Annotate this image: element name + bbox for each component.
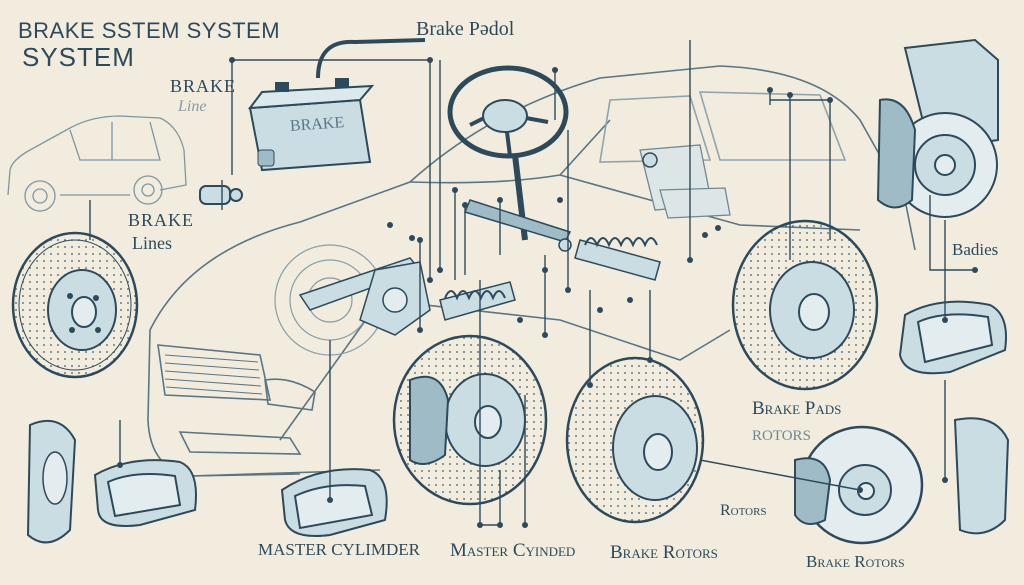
battery-brake-text: BRAKE (289, 114, 345, 135)
top-right-caliper-rotor (876, 38, 999, 218)
brake-line-fitting (199, 185, 243, 205)
brake-pedal-label: Brake Pədol (416, 18, 515, 40)
right-brake-pads (898, 300, 1007, 375)
bottom-right-rotor-caliper (794, 425, 924, 545)
right-brake-rotor (731, 219, 879, 391)
small-car-sketch (7, 115, 187, 212)
car-interior (639, 144, 731, 219)
master-cylinder-label-2: Master Cyinded (450, 540, 576, 561)
brake-reservoir (247, 38, 426, 172)
master-cylinder-label-1: MASTER CYLIMDER (258, 540, 420, 559)
brake-line-label-sub: Line (178, 98, 207, 115)
brake-pads-label: Brake Pads (752, 398, 842, 419)
brake-rotors-label-2: Brake Rotors (806, 552, 905, 571)
brake-line-label: BRAKE (170, 76, 237, 96)
brake-lines-label-2: Lines (132, 233, 172, 253)
brake-lines-label-1: BRAKE (128, 210, 195, 230)
chassis-components (359, 152, 658, 336)
badges-label: Badies (952, 240, 999, 259)
left-brake-rotor (11, 231, 139, 379)
center-brake-pads (280, 468, 388, 537)
center-right-rotor (565, 356, 705, 524)
bottom-left-brake-pads (93, 459, 197, 527)
coil-springs (444, 237, 658, 301)
center-rotor-with-caliper (392, 334, 548, 506)
title-line-2: SYSTEM (22, 42, 135, 72)
car-grille (164, 354, 263, 395)
leader-dots (117, 57, 978, 528)
rotors-label-right: ROTORS (752, 428, 811, 444)
car-body (147, 65, 916, 477)
rotors-label-mid: Rotors (720, 502, 767, 519)
brake-rotors-label-1: Brake Rotors (610, 542, 718, 563)
bottom-left-caliper (26, 420, 77, 544)
title-line-1: BRAKE SSTEM SYSTEM (18, 18, 281, 43)
leader-lines (89, 40, 975, 526)
bottom-right-caliper (953, 417, 1010, 535)
